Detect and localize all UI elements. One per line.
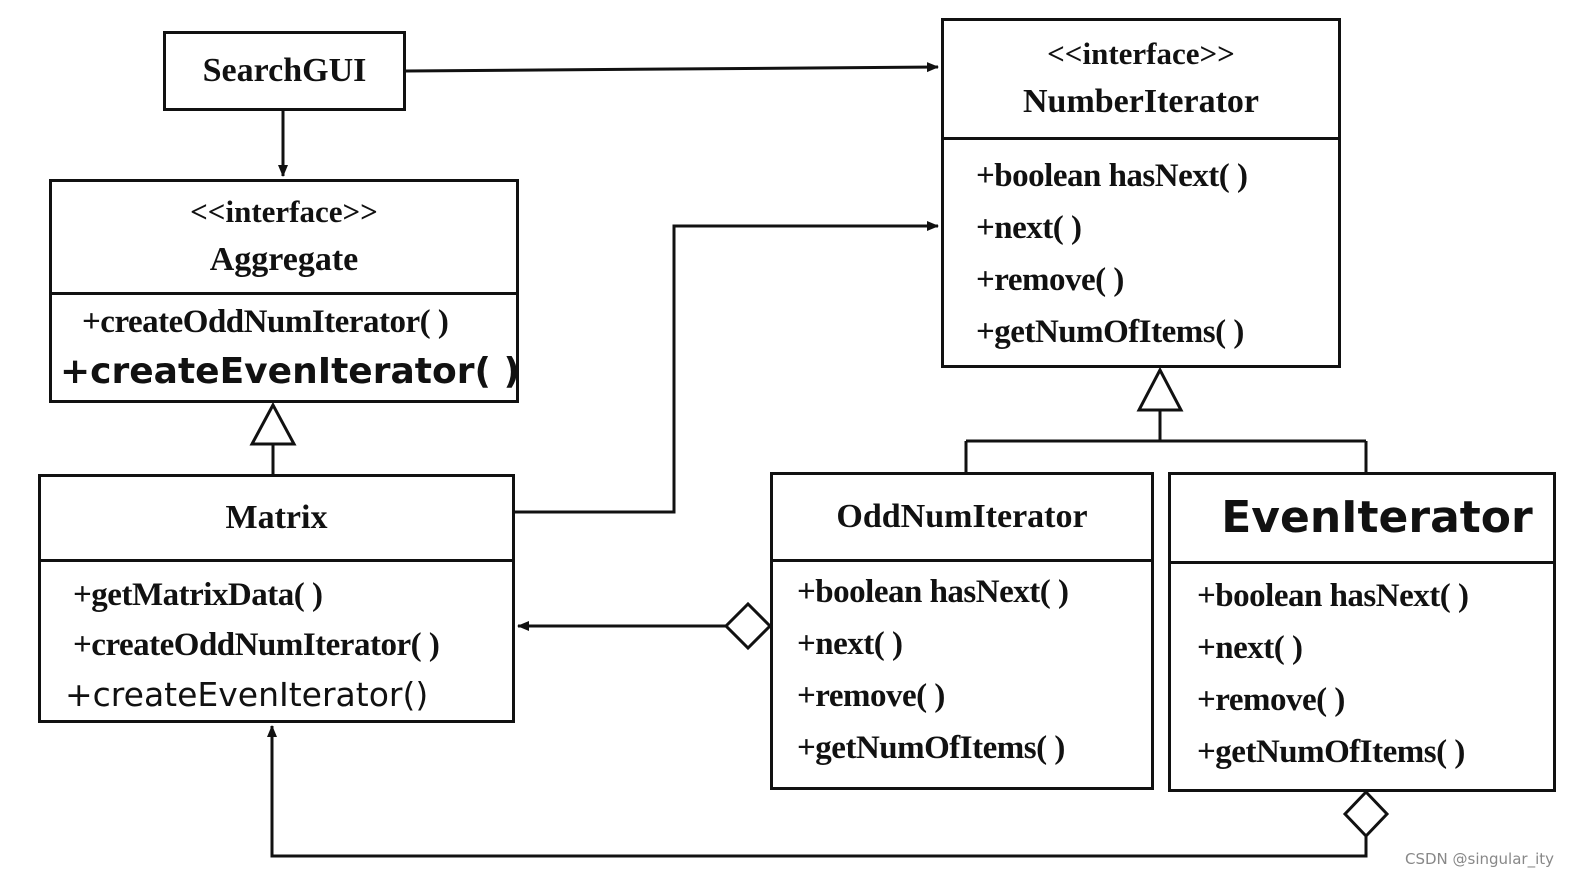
operation: +remove( )	[1197, 682, 1345, 718]
operation: +boolean hasNext( )	[976, 158, 1248, 194]
class-header: <<interface>> Aggregate	[52, 182, 516, 292]
watermark-text: CSDN @singular_ity	[1404, 850, 1554, 868]
operations-compartment: +getMatrixData( ) +createOddNumIterator(…	[41, 559, 512, 720]
association-matrix-numberiterator	[515, 221, 939, 514]
operation: +boolean hasNext( )	[1197, 578, 1469, 614]
realization-matrix-aggregate-triangle	[249, 401, 297, 446]
class-matrix[interactable]: Matrix +getMatrixData( ) +createOddNumIt…	[38, 474, 515, 723]
class-name: Matrix	[225, 499, 328, 536]
aggregation-eveniterator-matrix	[267, 725, 1368, 858]
aggregation-eveniterator-diamond	[1342, 789, 1390, 839]
operation: +next( )	[976, 210, 1082, 246]
class-name: SearchGUI	[202, 52, 367, 89]
stereotype-label: <<interface>>	[1047, 36, 1235, 71]
operations-compartment: +boolean hasNext( ) +next( ) +remove( ) …	[773, 559, 1151, 787]
class-header: SearchGUI	[166, 34, 403, 108]
operation: +createOddNumIterator( )	[73, 627, 440, 663]
operations-compartment: +boolean hasNext( ) +next( ) +remove( ) …	[1171, 561, 1553, 789]
class-header: <<interface>> NumberIterator	[944, 21, 1338, 137]
operation: +boolean hasNext( )	[797, 574, 1069, 610]
class-header: OddNumIterator	[773, 475, 1151, 559]
operation: +createEvenIterator()	[65, 675, 429, 714]
class-name: OddNumIterator	[836, 498, 1088, 535]
operation: +getMatrixData( )	[73, 577, 323, 613]
operations-compartment: +createOddNumIterator( ) +createEvenIter…	[52, 292, 520, 400]
operation: +getNumOfItems( )	[1197, 734, 1465, 770]
operation: +remove( )	[976, 262, 1124, 298]
class-eveniterator[interactable]: EvenIterator +boolean hasNext( ) +next( …	[1168, 472, 1556, 792]
operation: +remove( )	[797, 678, 945, 714]
operation: +getNumOfItems( )	[976, 314, 1244, 350]
association-searchgui-numberiterator	[405, 62, 939, 73]
class-searchgui[interactable]: SearchGUI	[163, 31, 406, 111]
operation: +createEvenIterator( )	[60, 351, 520, 392]
realization-iterators-numberiterator-triangle	[1136, 366, 1184, 412]
interface-aggregate[interactable]: <<interface>> Aggregate +createOddNumIte…	[49, 179, 520, 403]
class-oddnumiterator[interactable]: OddNumIterator +boolean hasNext( ) +next…	[770, 472, 1154, 790]
operation: +createOddNumIterator( )	[82, 304, 449, 340]
aggregation-oddnumiterator-diamond	[723, 601, 773, 651]
operation: +next( )	[1197, 630, 1303, 666]
class-name: EvenIterator	[1221, 492, 1533, 543]
class-name: NumberIterator	[1022, 83, 1260, 120]
stereotype-label: <<interface>>	[190, 194, 378, 229]
class-header: Matrix	[41, 477, 512, 559]
class-header: EvenIterator	[1171, 475, 1553, 561]
operation: +getNumOfItems( )	[797, 730, 1065, 766]
interface-numberiterator[interactable]: <<interface>> NumberIterator +boolean ha…	[941, 18, 1341, 368]
operations-compartment: +boolean hasNext( ) +next( ) +remove( ) …	[944, 137, 1338, 365]
operation: +next( )	[797, 626, 903, 662]
class-name: Aggregate	[209, 241, 359, 278]
